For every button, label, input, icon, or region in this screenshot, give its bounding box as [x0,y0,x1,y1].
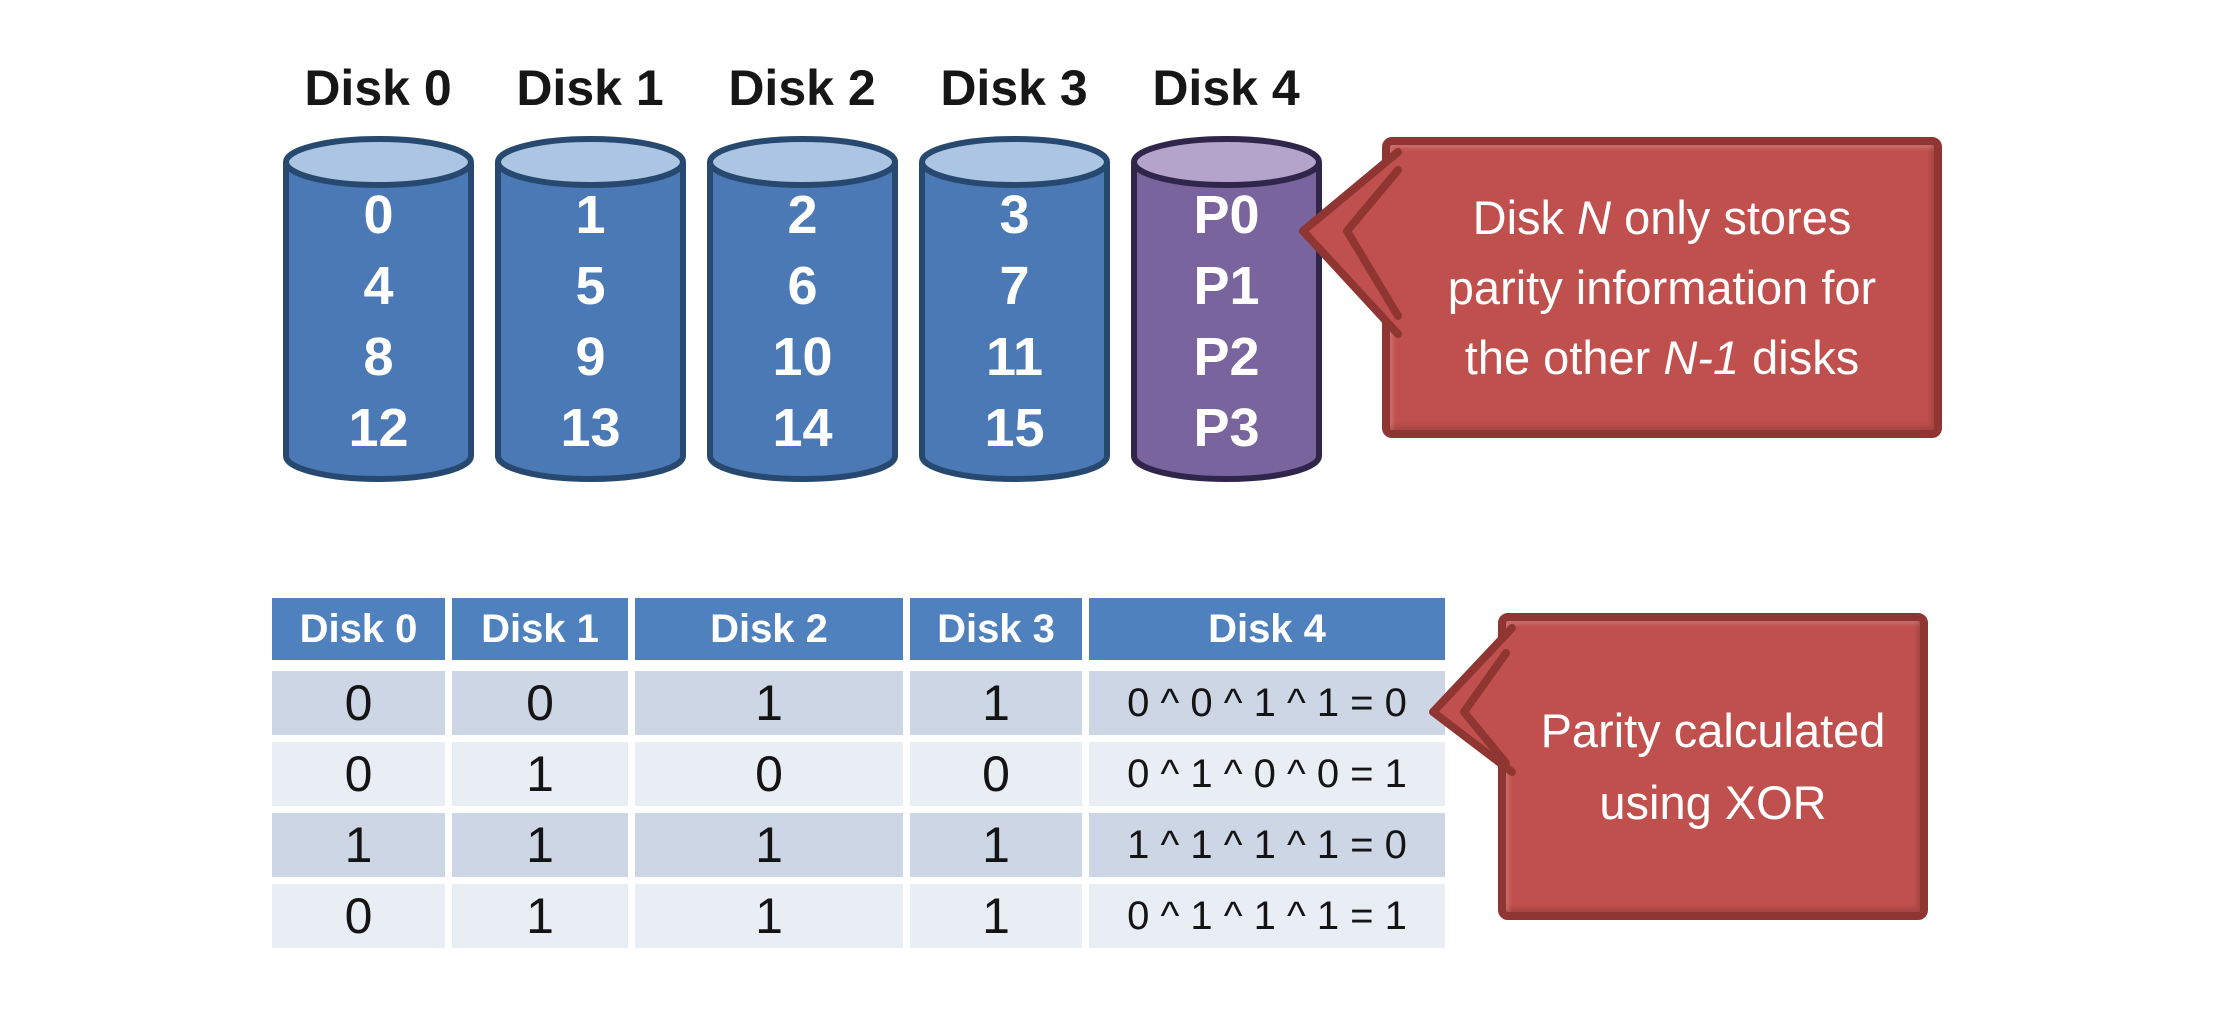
disk-3-label: Disk 3 [940,60,1088,116]
table-cell: 1 [635,813,903,877]
parity-table: Disk 0 Disk 1 Disk 2 Disk 3 Disk 4 0 0 1… [272,598,1445,948]
disk-2: Disk 2 2 6 10 14 [707,0,898,520]
disk-4-label: Disk 4 [1152,60,1300,116]
table-cell: 1 [452,813,628,877]
callout-line: Parity calculated [1540,703,1886,757]
callout-arrow-tail-icon [1429,624,1516,776]
table-cell: 1 [272,813,445,877]
disk-cylinder-icon [495,136,686,482]
block-number: 15 [984,398,1045,458]
disk-2-blocks: 2 6 10 14 [711,180,894,464]
parity-block: P3 [1193,398,1260,458]
disk-1-label: Disk 1 [516,60,664,116]
block-number: 7 [999,256,1030,316]
callout-xor-note: Parity calculated using XOR [1498,613,1928,920]
table-cell: 1 [635,671,903,735]
callout-line: Disk N only stores [1472,190,1852,244]
disk-2-label: Disk 2 [728,60,876,116]
table-header-cell: Disk 4 [1089,598,1445,660]
table-row: 0 1 1 1 0 ^ 1 ^ 1 ^ 1 = 1 [272,884,1445,948]
block-number: 12 [348,398,409,458]
table-row: 0 0 1 1 0 ^ 0 ^ 1 ^ 1 = 0 [272,671,1445,735]
table-cell: 1 [910,884,1082,948]
callout-text: Parity calculated using XOR [1506,695,1920,839]
block-number: 0 [363,185,394,245]
disk-cylinder-icon [283,136,474,482]
block-number: 5 [575,256,606,316]
table-cell: 1 [452,742,628,806]
disk-cylinder-icon [707,136,898,482]
table-cell-xor: 1 ^ 1 ^ 1 ^ 1 = 0 [1089,813,1445,877]
table-cell: 0 [910,742,1082,806]
table-header-cell: Disk 3 [910,598,1082,660]
disk-4-blocks: P0 P1 P2 P3 [1135,180,1318,464]
table-cell: 0 [452,671,628,735]
table-header-row: Disk 0 Disk 1 Disk 2 Disk 3 Disk 4 [272,598,1445,660]
table-header-cell: Disk 1 [452,598,628,660]
table-cell-xor: 0 ^ 1 ^ 0 ^ 0 = 1 [1089,742,1445,806]
block-number: 2 [787,185,818,245]
block-number: 8 [363,327,394,387]
callout-line: parity information for [1447,260,1877,314]
table-row: 0 1 0 0 0 ^ 1 ^ 0 ^ 0 = 1 [272,742,1445,806]
block-number: 6 [787,256,818,316]
block-number: 3 [999,185,1030,245]
block-number: 10 [772,327,833,387]
block-number: 11 [985,327,1044,387]
block-number: 14 [772,398,833,458]
block-number: 13 [560,398,621,458]
table-body: 0 0 1 1 0 ^ 0 ^ 1 ^ 1 = 0 0 1 0 0 0 ^ 1 … [272,671,1445,948]
disk-0: Disk 0 0 4 8 12 [283,0,474,520]
callout-arrow-tail-icon [1299,148,1402,338]
block-number: 4 [363,256,394,316]
table-cell: 1 [452,884,628,948]
callout-parity-disk-note: Disk N only stores parity information fo… [1382,137,1942,438]
disk-0-label: Disk 0 [304,60,452,116]
table-header-cell: Disk 2 [635,598,903,660]
disk-3-blocks: 3 7 11 15 [923,180,1106,464]
table-cell: 0 [272,671,445,735]
table-cell: 0 [272,742,445,806]
table-row: 1 1 1 1 1 ^ 1 ^ 1 ^ 1 = 0 [272,813,1445,877]
table-cell: 0 [635,742,903,806]
disk-0-blocks: 0 4 8 12 [287,180,470,464]
block-number: 9 [575,327,606,387]
disk-1-blocks: 1 5 9 13 [499,180,682,464]
parity-block: P2 [1193,327,1260,387]
block-number: 1 [575,185,606,245]
disk-3: Disk 3 3 7 11 15 [919,0,1110,520]
callout-line: using XOR [1599,775,1827,829]
table-cell: 1 [910,671,1082,735]
disk-4-parity: Disk 4 P0 P1 P2 P3 [1131,0,1322,520]
table-header-cell: Disk 0 [272,598,445,660]
table-cell: 1 [635,884,903,948]
parity-block: P1 [1193,256,1260,316]
parity-block: P0 [1193,185,1260,245]
disk-cylinder-icon [1131,136,1322,482]
table-cell: 1 [910,813,1082,877]
table-cell-xor: 0 ^ 0 ^ 1 ^ 1 = 0 [1089,671,1445,735]
callout-line: the other N-1 disks [1464,330,1860,384]
table-cell: 0 [272,884,445,948]
table-cell-xor: 0 ^ 1 ^ 1 ^ 1 = 1 [1089,884,1445,948]
disk-1: Disk 1 1 5 9 13 [495,0,686,520]
disk-cylinder-icon [919,136,1110,482]
callout-text: Disk N only stores parity information fo… [1390,183,1934,393]
